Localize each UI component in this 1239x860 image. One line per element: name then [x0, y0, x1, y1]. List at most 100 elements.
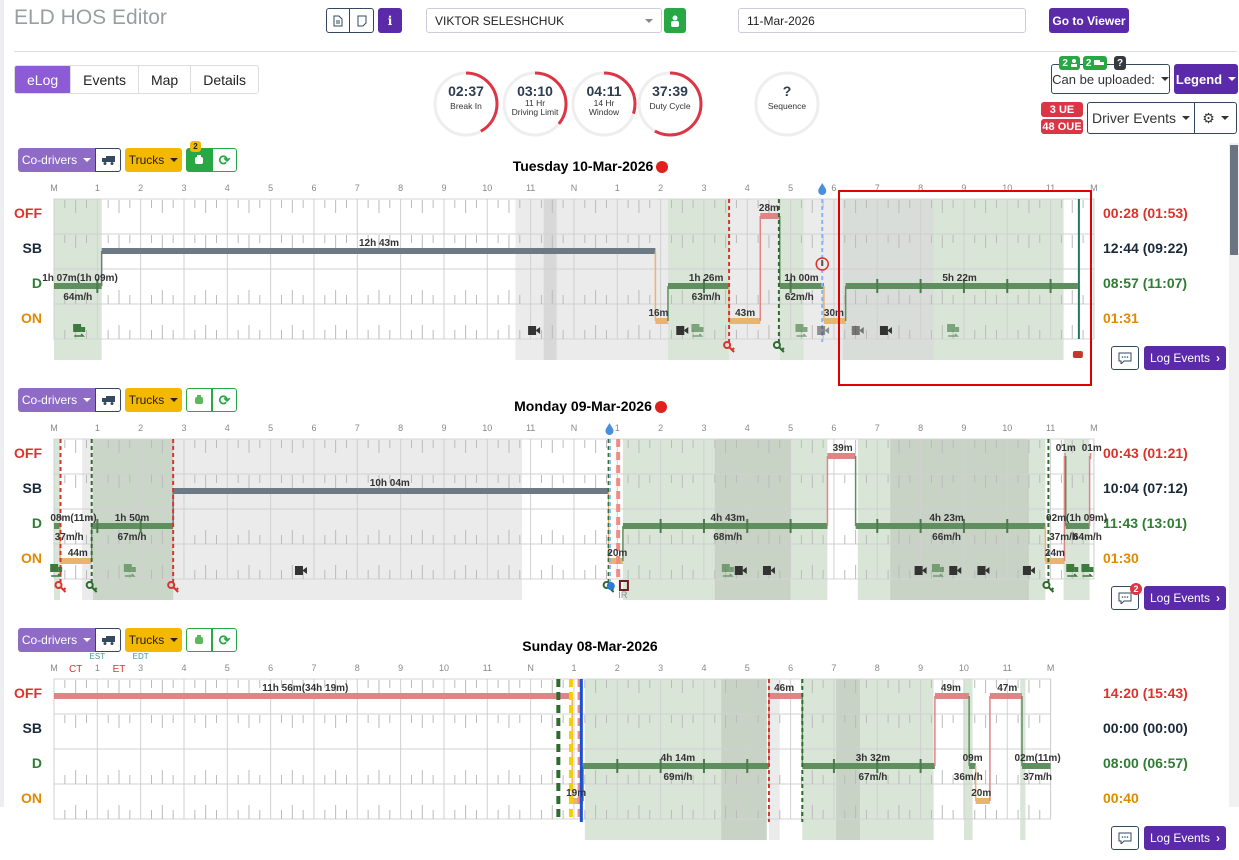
trucks-button[interactable]: Trucks	[125, 148, 182, 172]
tab-details[interactable]: Details	[203, 71, 246, 88]
go-to-viewer-button[interactable]: Go to Viewer	[1049, 8, 1129, 33]
key-blade	[172, 586, 179, 593]
hour-label: N	[571, 183, 578, 193]
legend-button[interactable]: Legend	[1174, 64, 1238, 94]
person-icon	[1070, 59, 1077, 67]
day-title: Sunday 08-Mar-2026	[0, 638, 1180, 654]
truck-icon	[101, 395, 115, 405]
status-total-off: 00:28 (01:53)	[1103, 205, 1188, 221]
log-events-label: Log Events	[1149, 831, 1211, 845]
driver-events-select[interactable]: Driver Events	[1087, 102, 1195, 134]
log-events-button[interactable]: Log Events›	[1144, 346, 1226, 370]
hour-label: 3	[181, 423, 186, 433]
truck-view-button[interactable]	[95, 628, 121, 652]
hour-label: 11	[526, 183, 535, 193]
alert-circle-icon	[815, 257, 829, 271]
gears-icon: ⚙	[1202, 109, 1215, 126]
can-be-uploaded-select[interactable]: Can be uploaded:	[1051, 64, 1170, 94]
gauge-label: Duty Cycle	[649, 101, 691, 111]
date-input[interactable]: 11-Mar-2026	[738, 8, 1026, 33]
driver-select[interactable]: VIKTOR SELESHCHUK	[426, 8, 662, 33]
camera-body	[977, 566, 986, 575]
hour-label: 1	[571, 663, 576, 673]
engine-button[interactable]	[186, 628, 212, 652]
engine-button[interactable]	[186, 148, 212, 172]
info-button[interactable]: i	[378, 8, 402, 33]
hour-label: 9	[398, 663, 403, 673]
duty-shade-region	[1020, 679, 1026, 840]
hour-label: 3	[658, 663, 663, 673]
comment-button[interactable]	[1111, 826, 1139, 850]
truck-icon	[101, 155, 115, 165]
duration-label: 67m/h	[118, 532, 147, 543]
co-drivers-button[interactable]: Co-drivers	[18, 148, 95, 172]
driver-name: VIKTOR SELESHCHUK	[435, 13, 565, 28]
hour-label: 5	[225, 663, 230, 673]
trucks-label: Trucks	[128, 393, 165, 407]
camera-icon	[817, 326, 830, 335]
hour-label: 6	[788, 663, 793, 673]
note-button[interactable]	[349, 8, 374, 33]
camera-body	[949, 566, 958, 575]
log-events-button[interactable]: Log Events›	[1144, 826, 1226, 850]
camera-icon	[879, 326, 892, 335]
key-icon	[54, 581, 67, 593]
duration-label: 4h 14m	[661, 753, 696, 764]
truck-body	[123, 564, 132, 572]
key-icon	[85, 581, 98, 593]
status-total-off: 14:20 (15:43)	[1103, 685, 1188, 701]
day-title: Tuesday 10-Mar-2026	[0, 158, 1180, 174]
hour-label: 7	[875, 183, 880, 193]
trucks-button[interactable]: Trucks	[125, 628, 182, 652]
settings-button[interactable]: ⚙	[1194, 102, 1237, 134]
unidentified-events-badge[interactable]: 3 UE	[1041, 102, 1083, 117]
hour-label: 3	[701, 183, 706, 193]
duration-label: 16m	[648, 308, 668, 319]
refresh-button[interactable]: ⟳	[212, 388, 237, 412]
hour-label: 11	[526, 423, 535, 433]
status-label-d: D	[32, 275, 42, 291]
hour-label: 3	[138, 663, 143, 673]
refresh-button[interactable]: ⟳	[212, 148, 237, 172]
chevron-down-icon	[1228, 77, 1237, 81]
trucks-button[interactable]: Trucks	[125, 388, 182, 412]
gauge-value: ?	[782, 83, 792, 99]
scrollbar[interactable]	[1229, 143, 1239, 807]
camera-icon	[676, 326, 689, 335]
co-drivers-button[interactable]: Co-drivers	[18, 628, 95, 652]
duration-label: 69m/h	[663, 772, 692, 783]
hour-label: 5	[788, 423, 793, 433]
duty-shade-region	[768, 679, 780, 840]
log-events-button[interactable]: Log Events›	[1144, 586, 1226, 610]
camera-icon	[977, 566, 990, 575]
document-button[interactable]	[326, 8, 350, 33]
hour-label: 11	[483, 663, 492, 673]
gauge-progress-arc	[571, 71, 637, 137]
camera-body	[1022, 566, 1031, 575]
camera-body	[879, 326, 888, 335]
help-badge[interactable]: ?	[1114, 56, 1126, 70]
co-drivers-button[interactable]: Co-drivers	[18, 388, 95, 412]
hour-label: M	[50, 183, 58, 193]
truck-view-button[interactable]	[95, 148, 121, 172]
tab-events[interactable]: Events	[71, 66, 139, 93]
tab-map[interactable]: Map	[139, 66, 192, 93]
key-blade	[90, 586, 98, 593]
document-icon	[333, 15, 343, 26]
comment-button[interactable]	[1111, 346, 1139, 370]
driver-profile-button[interactable]	[664, 8, 686, 33]
duty-shade-region	[836, 679, 860, 840]
truck-view-button[interactable]	[95, 388, 121, 412]
other-unidentified-events-badge[interactable]: 48 OUE	[1041, 119, 1083, 134]
engine-button[interactable]	[186, 388, 212, 412]
chevron-down-icon	[1182, 116, 1191, 120]
duration-label: 62m/h	[785, 292, 814, 303]
driver-events-label: Driver Events	[1091, 110, 1177, 126]
tab-elog[interactable]: eLog	[15, 66, 72, 93]
comment-icon	[1118, 352, 1132, 364]
scrollbar-thumb[interactable]	[1230, 145, 1238, 255]
duration-label: 02m(11m)	[1015, 753, 1061, 764]
refresh-button[interactable]: ⟳	[212, 628, 237, 652]
hour-label: 8	[398, 183, 403, 193]
